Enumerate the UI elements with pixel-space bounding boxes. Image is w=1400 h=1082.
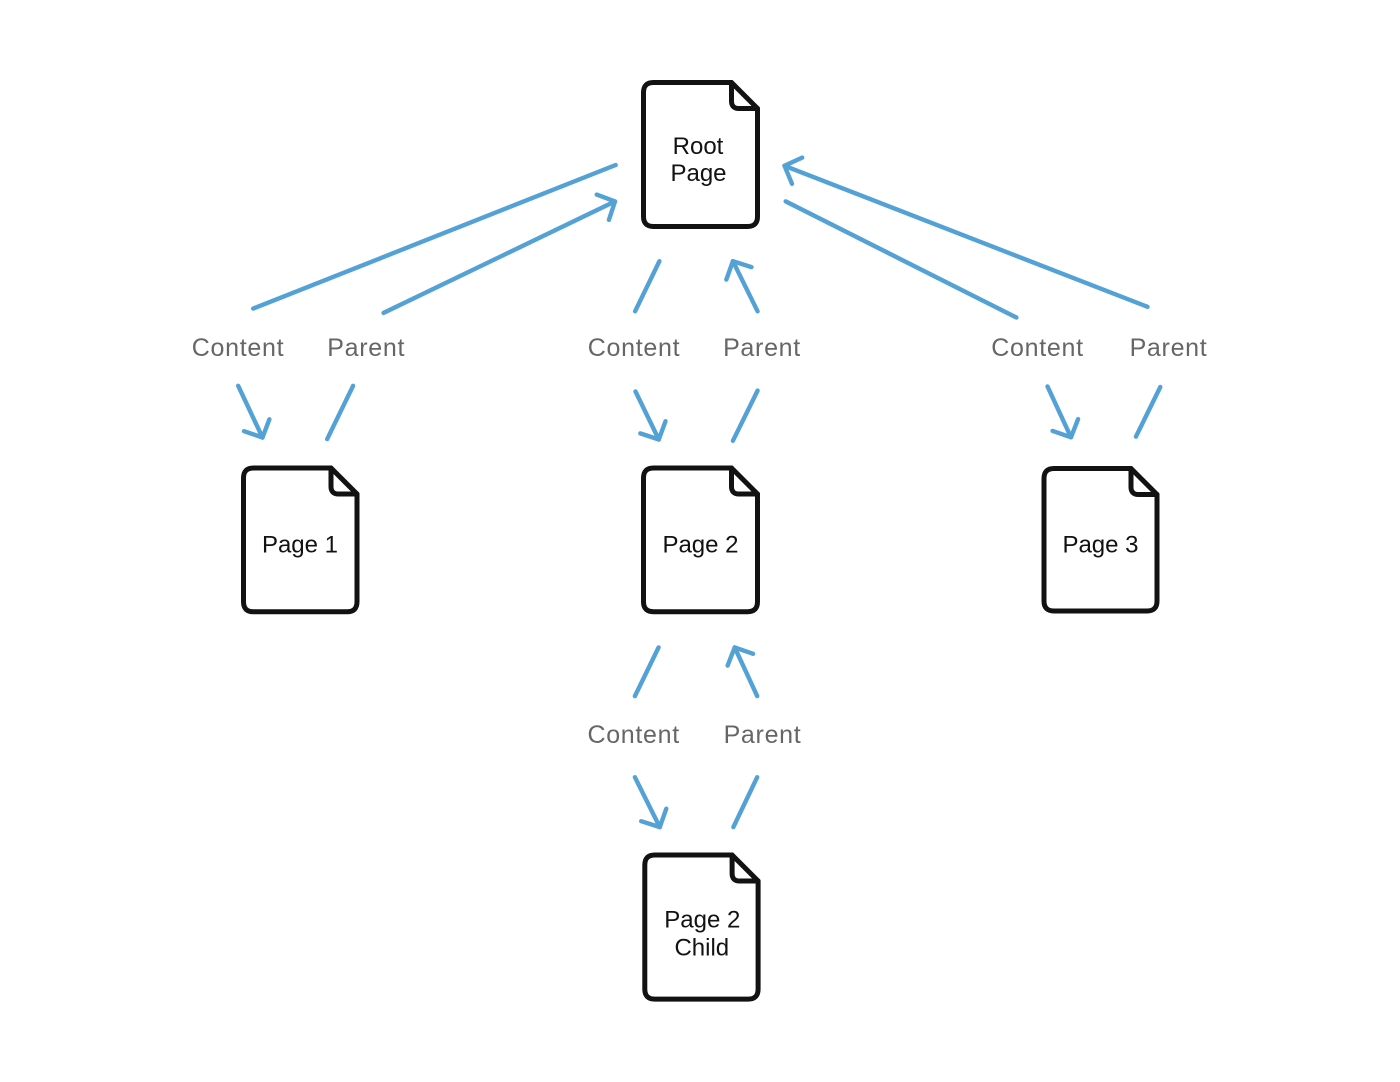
svg-text:Content: Content bbox=[192, 334, 284, 362]
svg-text:Page 1: Page 1 bbox=[262, 531, 338, 558]
svg-text:Parent: Parent bbox=[724, 721, 802, 749]
svg-text:Root: Root bbox=[673, 133, 724, 160]
svg-text:Child: Child bbox=[674, 934, 729, 961]
svg-text:Parent: Parent bbox=[1130, 334, 1208, 362]
svg-text:Page 2: Page 2 bbox=[664, 907, 740, 934]
svg-text:Parent: Parent bbox=[327, 334, 405, 362]
svg-text:Content: Content bbox=[991, 334, 1083, 362]
svg-text:Page 3: Page 3 bbox=[1062, 531, 1138, 558]
svg-text:Page 2: Page 2 bbox=[662, 531, 738, 558]
svg-text:Content: Content bbox=[588, 334, 680, 362]
svg-text:Content: Content bbox=[587, 721, 679, 749]
svg-text:Page: Page bbox=[670, 160, 726, 187]
svg-text:Parent: Parent bbox=[723, 334, 801, 362]
